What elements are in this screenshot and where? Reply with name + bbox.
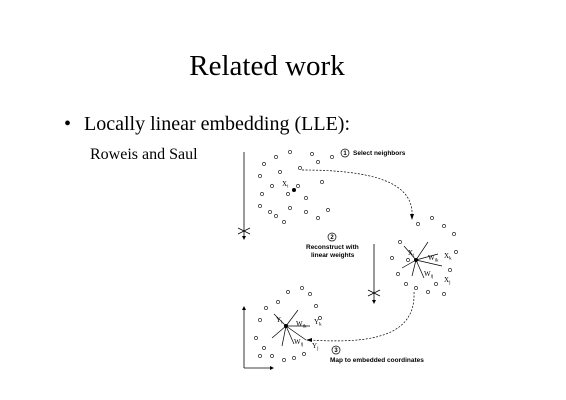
focus-point [284,324,288,328]
focus-point [414,258,418,262]
step-3-badge [331,345,341,355]
axis-diagonal [237,227,251,235]
citation-text: Roweis and Saul [90,146,198,163]
lle-figure: Xi 1 Select neighbors 2 Reconstruct with… [232,142,472,374]
axis-diagonal [367,289,381,297]
bullet-marker: • [64,113,72,135]
label-xi: Xi [408,249,415,259]
axis-arrowhead [242,306,246,310]
step-1-number: 1 [343,151,347,157]
bullet-item: • Locally linear embedding (LLE): [64,112,350,136]
data-points [390,216,458,296]
label-wij: Wij [424,270,433,280]
step-2-label-line1: Reconstruct with [306,244,359,251]
transition-arc-2 [309,291,415,342]
panel-embedding: Yi Wik Yk Wij Yj 3 Map to embedded coord… [242,286,424,370]
panel-input-space: Xi 1 Select neighbors [237,148,406,240]
label-yk: Yk [314,318,322,328]
panel-reconstruction: 2 Reconstruct with linear weights [306,216,458,304]
step-2-badge [327,232,337,242]
lle-diagram: Xi 1 Select neighbors 2 Reconstruct with… [237,148,458,370]
axis-arrowhead [270,366,274,370]
weight-lines [401,241,443,279]
bullet-text: Locally linear embedding (LLE): [84,113,351,135]
axis-arrowhead [372,300,376,304]
step-1-badge [340,148,350,158]
step-1-label: Select neighbors [353,150,406,157]
focus-point [292,188,296,192]
label-yi: Yi [276,316,283,326]
arc-arrowhead [306,338,312,342]
step-3-number: 3 [334,348,338,354]
label-xk: Xk [444,252,452,262]
step-2-number: 2 [330,235,334,241]
label-xi: Xi [282,180,289,190]
arc-arrowhead [410,214,414,220]
label-xj: Xj [444,276,450,286]
weight-lines [271,309,310,347]
data-points [254,286,322,362]
label-wik: Wik [296,320,307,330]
slide-title: Related work [189,50,345,82]
data-points [258,150,334,224]
label-wij: Wij [294,338,303,348]
label-wik: Wik [428,254,439,264]
label-yj: Yj [312,342,318,352]
step-2-label-line2: linear weights [311,252,355,259]
transition-arc-1 [301,169,413,217]
step-3-label: Map to embedded coordinates [330,357,424,364]
axis-arrowhead [242,236,246,240]
